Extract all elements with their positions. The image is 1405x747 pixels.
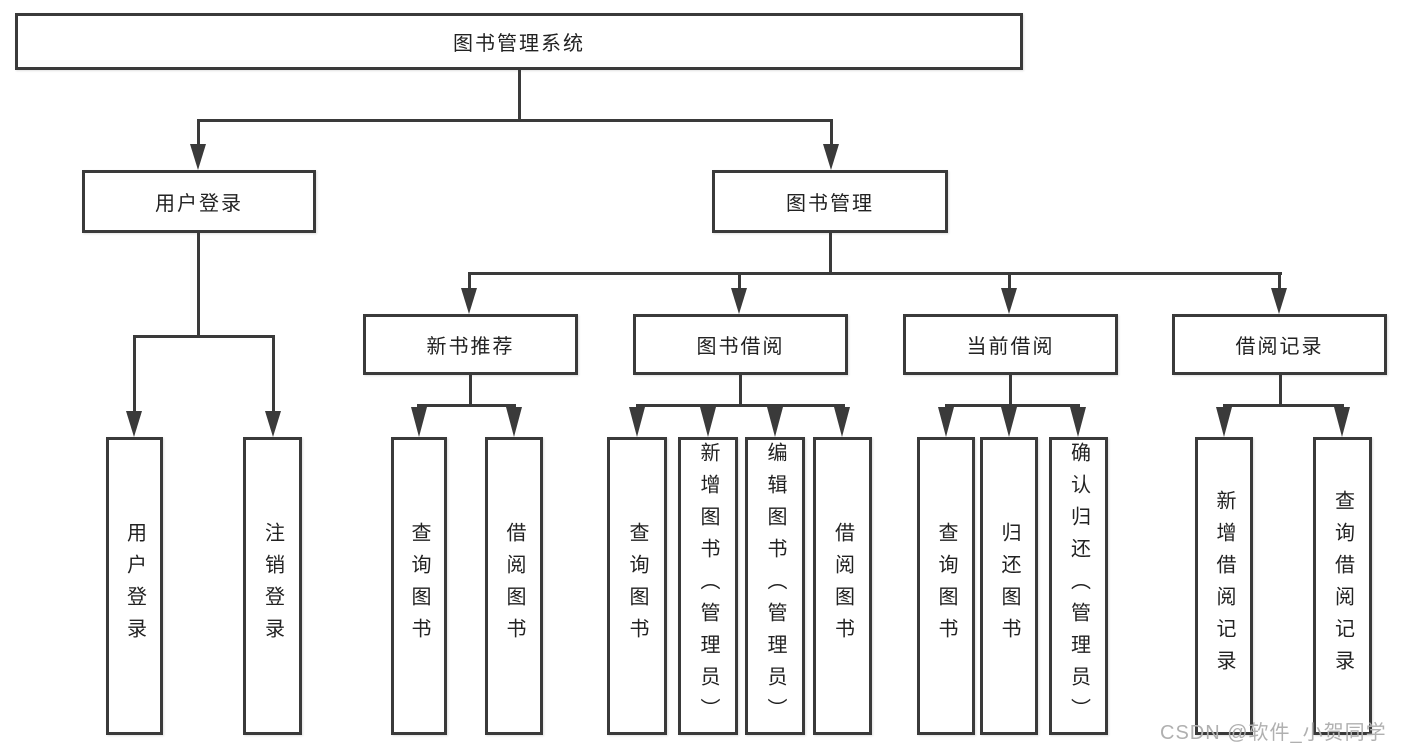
node-label: 注销登录 [261, 522, 284, 650]
connector-line [272, 335, 275, 413]
leaf-borrowing-add-books-admin: 新增图书（管理员） [678, 437, 738, 735]
node-book-borrowing: 图书借阅 [633, 314, 848, 375]
node-label: 查询借阅记录 [1331, 490, 1354, 682]
node-label: 借阅图书 [503, 522, 525, 650]
leaf-borrowing-edit-books-admin: 编辑图书（管理员） [745, 437, 805, 735]
leaf-recommend-borrow-books: 借阅图书 [485, 437, 543, 735]
leaf-current-return-books: 归还图书 [980, 437, 1038, 735]
arrowhead-icon [700, 407, 716, 437]
connector-line [738, 272, 741, 290]
node-label: 图书借阅 [696, 336, 785, 358]
node-label: 编辑图书（管理员） [764, 442, 786, 730]
arrowhead-icon [823, 144, 839, 170]
arrowhead-icon [265, 411, 281, 437]
connector-line [469, 375, 472, 406]
connector-line [518, 70, 521, 121]
arrowhead-icon [190, 144, 206, 170]
connector-line [1223, 404, 1344, 407]
connector-line [133, 335, 136, 413]
arrowhead-icon [411, 407, 427, 437]
leaf-borrowing-query-books: 查询图书 [607, 437, 667, 735]
node-label: 图书管理 [786, 193, 874, 215]
node-label: 确认归还（管理员） [1067, 442, 1090, 730]
leaf-recommend-query-books: 查询图书 [391, 437, 447, 735]
leaf-current-confirm-return-admin: 确认归还（管理员） [1049, 437, 1108, 735]
node-label: 借阅图书 [831, 522, 854, 650]
arrowhead-icon [767, 407, 783, 437]
connector-line [1008, 272, 1011, 290]
node-label: 新增借阅记录 [1213, 490, 1235, 682]
connector-line [636, 404, 845, 407]
node-current-borrowing: 当前借阅 [903, 314, 1118, 375]
node-label: 新增图书（管理员） [697, 442, 719, 730]
connector-line [829, 233, 832, 274]
connector-line [468, 272, 1282, 275]
arrowhead-icon [1001, 288, 1017, 314]
connector-line [1279, 375, 1282, 406]
connector-line [830, 119, 833, 147]
arrowhead-icon [1070, 407, 1086, 437]
connector-line [197, 233, 200, 337]
arrowhead-icon [126, 411, 142, 437]
arrowhead-icon [1271, 288, 1287, 314]
arrowhead-icon [629, 407, 645, 437]
arrowhead-icon [834, 407, 850, 437]
node-new-book-recommend: 新书推荐 [363, 314, 578, 375]
arrowhead-icon [731, 288, 747, 314]
leaf-borrowing-borrow-books: 借阅图书 [813, 437, 872, 735]
connector-line [1009, 375, 1012, 406]
node-label: 归还图书 [998, 522, 1020, 650]
arrowhead-icon [938, 407, 954, 437]
node-label: 借阅记录 [1235, 336, 1324, 358]
connector-line [468, 272, 471, 290]
node-label: 图书管理系统 [453, 33, 585, 55]
node-user-login: 用户登录 [82, 170, 316, 233]
arrowhead-icon [461, 288, 477, 314]
connector-line [945, 404, 1080, 407]
node-label: 新书推荐 [426, 336, 515, 358]
leaf-records-query-borrow-record: 查询借阅记录 [1313, 437, 1372, 735]
node-label: 查询图书 [626, 522, 648, 650]
leaf-logout: 注销登录 [243, 437, 302, 735]
leaf-user-login: 用户登录 [106, 437, 163, 735]
connector-line [1278, 272, 1281, 290]
connector-line [197, 119, 833, 122]
arrowhead-icon [1216, 407, 1232, 437]
node-root-system: 图书管理系统 [15, 13, 1023, 70]
connector-line [133, 335, 275, 338]
connector-line [197, 119, 200, 147]
node-book-management: 图书管理 [712, 170, 948, 233]
arrowhead-icon [1001, 407, 1017, 437]
connector-line [739, 375, 742, 406]
leaf-records-add-borrow-record: 新增借阅记录 [1195, 437, 1253, 735]
node-label: 用户登录 [155, 193, 243, 215]
node-label: 用户登录 [123, 522, 146, 650]
arrowhead-icon [1334, 407, 1350, 437]
node-label: 查询图书 [408, 522, 430, 650]
csdn-watermark: CSDN @软件_小贺同学 [1160, 722, 1387, 744]
node-label: 查询图书 [935, 522, 957, 650]
arrowhead-icon [506, 407, 522, 437]
connector-line [417, 404, 516, 407]
node-borrow-records: 借阅记录 [1172, 314, 1387, 375]
node-label: 当前借阅 [966, 336, 1055, 358]
leaf-current-query-books: 查询图书 [917, 437, 975, 735]
